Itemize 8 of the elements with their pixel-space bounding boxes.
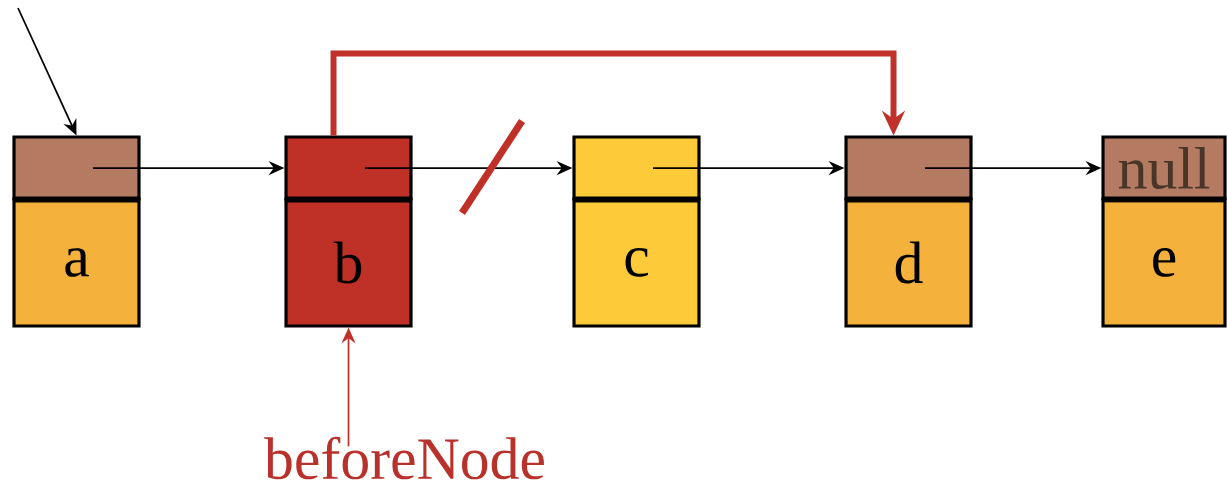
value-cell: c [572, 197, 701, 328]
value-cell: a [12, 197, 141, 328]
pointer-label: beforeNode [264, 436, 544, 480]
value-cell: d [844, 197, 973, 328]
arrow [330, 50, 906, 136]
pointer-cell: null [1101, 135, 1227, 201]
value-cell: e [1101, 197, 1227, 328]
value-cell: b [284, 197, 413, 328]
